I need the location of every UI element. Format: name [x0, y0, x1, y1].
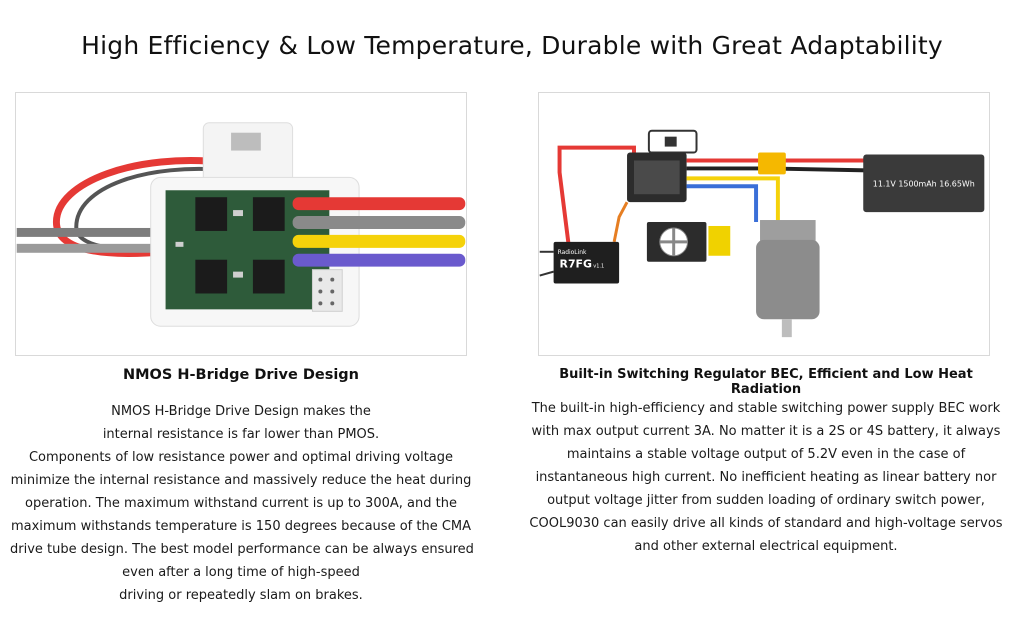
nmos-text-line: maximum withstands temperature is 150 de…: [10, 519, 472, 534]
bec-text-line: instantaneous high current. No inefficie…: [535, 470, 997, 485]
switch-housing: [202, 122, 294, 183]
nmos-text-line: NMOS H-Bridge Drive Design makes the: [111, 404, 371, 419]
mosfet-2: [252, 197, 285, 231]
battery-pack: [863, 154, 985, 213]
nmos-section-heading: NMOS H-Bridge Drive Design: [122, 367, 359, 383]
bec-text-line: and other external electrical equipment.: [634, 539, 898, 554]
bec-text-line: maintains a stable voltage output of 5.2…: [566, 447, 966, 462]
bec-text-line: with max output current 3A. No matter it…: [531, 424, 1001, 439]
output-blue-wire: [292, 253, 466, 267]
xt-connector: [758, 152, 786, 175]
motor-yellow-wire: [686, 176, 780, 223]
motor-blue-wire: [686, 184, 759, 223]
mosfet-3: [195, 259, 228, 294]
mosfet-1: [195, 197, 228, 231]
mosfet-4: [252, 259, 285, 294]
receiver-power-wire: [557, 145, 636, 253]
h-bridge-illustration: [16, 122, 466, 327]
bec-wiring-diagram-image: 11.1V 1500mAh 16.65Wh RadioLink R7FG v1.…: [538, 92, 990, 356]
switch-toggle: [231, 132, 261, 151]
bec-text-line: COOL9030 can easily drive all kinds of s…: [529, 516, 1003, 531]
nmos-text-line: minimize the internal resistance and mas…: [10, 473, 472, 488]
receiver: [553, 241, 620, 284]
left-grey-wire: [16, 227, 166, 237]
nmos-text-line: operation. The maximum withstand current…: [25, 496, 457, 511]
receiver-model: R7FG: [560, 258, 592, 271]
page-title: High Efficiency & Low Temperature, Durab…: [81, 30, 943, 60]
output-grey-wire: [292, 216, 466, 229]
output-yellow-wire: [292, 234, 466, 248]
h-bridge-board-image: [15, 92, 467, 356]
receiver-brand: RadioLink: [558, 249, 587, 256]
wiring-illustration: 11.1V 1500mAh 16.65Wh RadioLink R7FG v1.…: [539, 129, 985, 338]
nmos-section-description: NMOS H-Bridge Drive Design makes the int…: [10, 400, 474, 607]
receiver-version: v1.1: [593, 264, 604, 270]
nmos-text-line: even after a long time of high-speed: [122, 565, 360, 580]
motor: [756, 239, 820, 320]
nmos-text-line: Components of low resistance power and o…: [28, 450, 454, 465]
bec-section-description: The built-in high-efficiency and stable …: [526, 397, 1006, 558]
nmos-text-line: driving or repeatedly slam on brakes.: [119, 588, 363, 603]
bec-text-line: output voltage jitter from sudden loadin…: [547, 493, 985, 508]
pin-header: [311, 269, 343, 312]
bec-text-line: The built-in high-efficiency and stable …: [531, 401, 1001, 416]
left-grey-wire-2: [16, 243, 166, 253]
bec-section-heading: Built-in Switching Regulator BEC, Effici…: [559, 367, 973, 397]
nmos-text-line: drive tube design. The best model perfor…: [10, 542, 474, 557]
nmos-text-line: internal resistance is far lower than PM…: [102, 427, 380, 442]
output-red-wire: [292, 197, 466, 211]
battery-label: 11.1V 1500mAh 16.65Wh: [873, 179, 975, 188]
